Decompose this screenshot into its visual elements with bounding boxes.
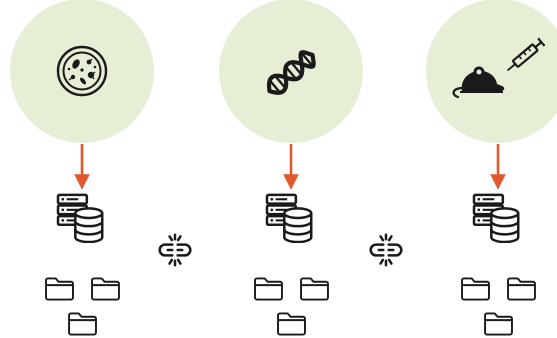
source-circle — [426, 0, 557, 143]
folder-icon — [277, 312, 306, 336]
folder-icon — [254, 277, 283, 301]
folder-icon — [484, 312, 513, 336]
folder-icon — [45, 277, 74, 301]
folder-icon — [91, 277, 120, 301]
database-server-icon — [472, 193, 520, 243]
folder-icon — [68, 312, 97, 336]
dna-icon — [266, 50, 316, 95]
broken-link-icon — [369, 233, 403, 267]
column-microbiology — [10, 0, 154, 336]
petri-dish-icon — [56, 45, 108, 97]
database-server-icon — [265, 193, 313, 243]
column-genomics — [219, 0, 363, 336]
mouse-syringe-icon — [452, 37, 546, 99]
folder-icon — [507, 277, 536, 301]
column-animal-model — [426, 0, 557, 336]
folder-icon — [461, 277, 490, 301]
folder-icon — [300, 277, 329, 301]
broken-link-icon — [158, 233, 192, 267]
database-server-icon — [56, 193, 104, 243]
